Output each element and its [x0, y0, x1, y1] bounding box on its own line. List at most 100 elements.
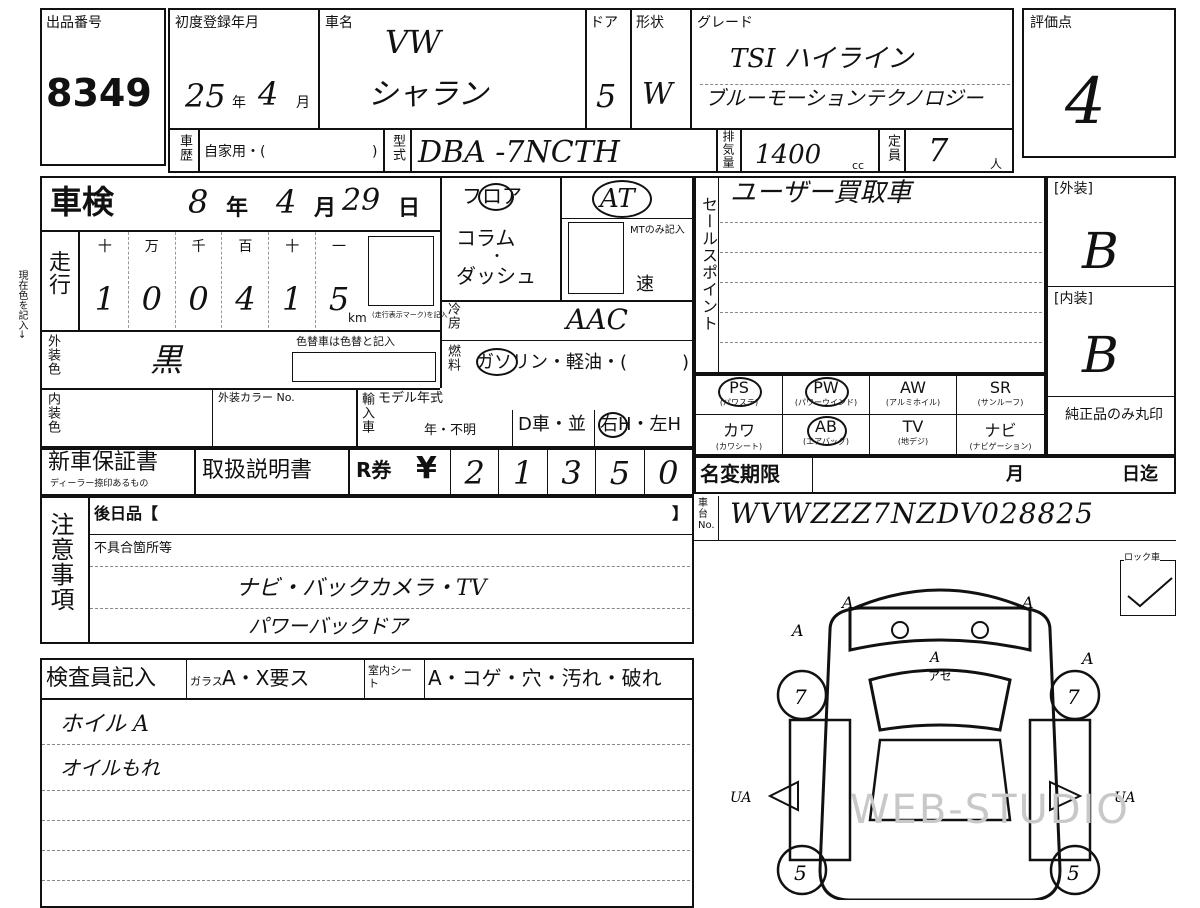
mileage-digit: 0 [188, 280, 209, 318]
equipment-desc: (カワシート) [715, 442, 763, 451]
equipment-leather: カワ (カワシート) [696, 415, 783, 454]
car-body-outline [818, 606, 1062, 900]
defect-label: 不具合箇所等 [94, 541, 173, 556]
grade-label: グレード [697, 15, 753, 31]
ac-value: AAC [566, 303, 628, 336]
damage-mark: A [928, 650, 940, 666]
mase-mark: アセ [928, 669, 952, 683]
side-note: 現在色を記入→ [16, 270, 27, 339]
history-label: 車歴 [177, 134, 192, 162]
displacement: 1400 [755, 140, 822, 170]
color-change-box [292, 352, 436, 382]
usage-value: 自家用・( [204, 144, 266, 160]
transfer-month: 月 [1006, 464, 1024, 485]
first-reg-month: 4 [258, 75, 279, 113]
shaken-year-unit: 年 [226, 196, 249, 221]
inspection-box [40, 176, 694, 448]
equipment-code: TV [902, 417, 924, 436]
windshield [868, 668, 1012, 732]
ext-color-label: 外装色 [45, 334, 60, 376]
digit-header: 千 [191, 239, 206, 255]
equipment-aw: AW(アルミホイル) [870, 376, 957, 415]
equipment-ps: PS(パワステ) [696, 376, 783, 415]
shaken-day-unit: 日 [398, 196, 421, 221]
model-name: シャラン [368, 77, 488, 112]
digit-header: 一 [332, 239, 347, 255]
transfer-day: 日迄 [1122, 464, 1158, 485]
later-items-close: 】 [672, 504, 689, 523]
recycle-digit: 2 [450, 450, 498, 494]
equipment-pw: PW(パワーウインド) [783, 376, 870, 415]
score-value: 4 [1065, 65, 1106, 139]
equipment-desc: (地デジ) [897, 437, 929, 446]
damage-mark: A [1080, 649, 1094, 668]
notes-box [40, 496, 694, 644]
headlight-right [971, 621, 989, 639]
genuine-label: 純正品のみ丸印 [1065, 407, 1163, 423]
mileage-digit: 1 [282, 280, 303, 318]
shaken-month-unit: 月 [314, 196, 337, 221]
interior-grade: B [1082, 326, 1119, 384]
wheel-front-right [1049, 669, 1101, 721]
inspector-label: 検査員記入 [46, 666, 157, 691]
shift-dot: ・ [490, 249, 504, 265]
seat-label: 室内シート [368, 664, 412, 691]
digit-header: 百 [238, 239, 253, 255]
maker-name: VW [385, 23, 441, 61]
shift-dash: ダッシュ [456, 264, 536, 288]
notes-label: 注意事項 [46, 512, 74, 612]
digit-header: 十 [97, 239, 112, 255]
recycle-label: R券 [356, 458, 392, 482]
lock-label: ロック車 [1124, 553, 1161, 563]
recycle-amount: 2 1 3 5 0 [450, 450, 692, 494]
damage-mark: A [790, 621, 804, 640]
int-color-label: 内装色 [45, 392, 60, 434]
km-note: (走行表示マーク)を記入 [372, 311, 448, 319]
sales-box [694, 176, 1046, 374]
score-box [1022, 8, 1176, 158]
color-change-label: 色替車は色替と記入 [296, 335, 395, 348]
model-year-label: モデル年式 [378, 391, 444, 406]
damage-pointer [767, 780, 1083, 812]
recycle-digit: 0 [643, 450, 692, 494]
equipment-desc: (アルミホイル) [885, 398, 941, 407]
chassis-number: WVWZZZ7NZDV028825 [730, 497, 1094, 530]
notes-line1: ナビ・バックカメラ・TV [236, 576, 487, 601]
equipment-desc: (ナビゲーション) [969, 442, 1032, 451]
interior-label: [内装] [1054, 291, 1093, 307]
damage-mark: 7 [794, 685, 807, 709]
door-label: ドア [590, 15, 618, 31]
mt-box [568, 222, 624, 294]
displacement-label: 排気量 [721, 130, 735, 169]
equipment-code: カワ [722, 421, 755, 440]
equipment-ab: AB(エアバッグ) [783, 415, 870, 454]
shaken-label: 車検 [50, 183, 115, 221]
mileage-label: 走行 [45, 250, 70, 296]
first-reg-label: 初度登録年月 [175, 15, 259, 31]
shift-column: コラム [456, 226, 516, 250]
inspector-line1: ホイル A [60, 712, 149, 737]
digit-header: 十 [285, 239, 300, 255]
car-info-box [168, 8, 1014, 173]
docs-row [40, 448, 694, 496]
glass-value: A・X要ス [222, 666, 310, 690]
first-reg-year: 25 [185, 77, 226, 115]
equipment-code: AW [900, 378, 926, 397]
lot-box [40, 8, 166, 166]
equipment-desc: (サンルーフ) [977, 398, 1024, 407]
damage-mark: UA [1114, 790, 1135, 806]
car-roof-outline [848, 588, 1032, 652]
score-label: 評価点 [1030, 15, 1072, 31]
exterior-grade: B [1082, 222, 1119, 280]
usage-close: ) [372, 144, 378, 160]
equipment-tv: TV(地デジ) [870, 415, 957, 454]
seat-value: A・コゲ・穴・汚れ・破れ [428, 666, 662, 690]
chassis-label: 車台No. [698, 498, 715, 531]
shape-label: 形状 [636, 15, 664, 31]
mt-label: MTのみ記入 [630, 225, 685, 236]
cc-unit: cc [852, 159, 865, 172]
grade-line1: TSI ハイライン [730, 44, 914, 74]
speed-unit: 速 [636, 274, 654, 295]
lock-check-icon [1127, 577, 1173, 608]
